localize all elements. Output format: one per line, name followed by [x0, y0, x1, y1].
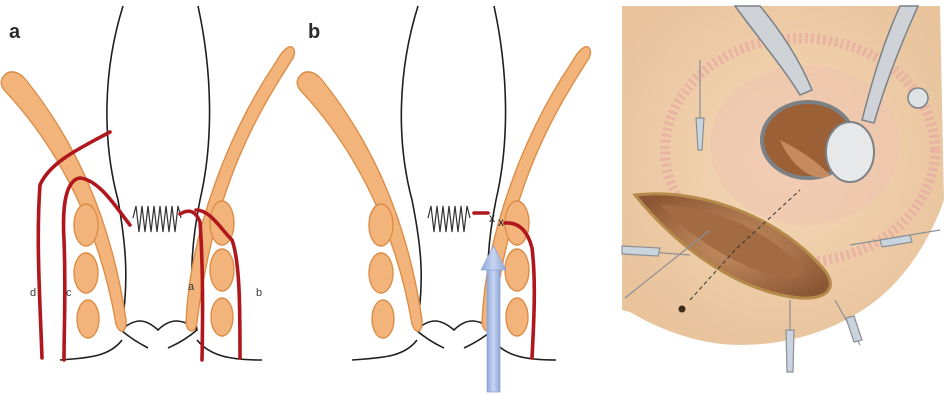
suture-mark-1: x: [489, 211, 495, 225]
skin-line-a: [60, 340, 262, 360]
tract-label-c: c: [66, 287, 72, 299]
panel-b: b x x: [297, 6, 590, 392]
panel-a: a d c a b: [1, 6, 294, 360]
panel-a-label: a: [9, 21, 21, 43]
surgical-illustration: [622, 6, 944, 372]
external-sphincter-left-a: [74, 204, 99, 338]
skin-line-b: [352, 340, 556, 360]
external-opening: [679, 306, 686, 313]
levator-muscle-left-b: [297, 72, 422, 331]
external-sphincter-left-b: [369, 204, 394, 338]
sphincter-spring-a: [133, 206, 181, 232]
panel-b-label: b: [308, 21, 320, 43]
tract-label-b: b: [256, 287, 262, 299]
tract-label-a: a: [188, 281, 195, 293]
tract-label-d: d: [30, 287, 36, 299]
sphincter-spring-b: [428, 206, 470, 232]
suture-mark-2: x: [498, 215, 504, 229]
